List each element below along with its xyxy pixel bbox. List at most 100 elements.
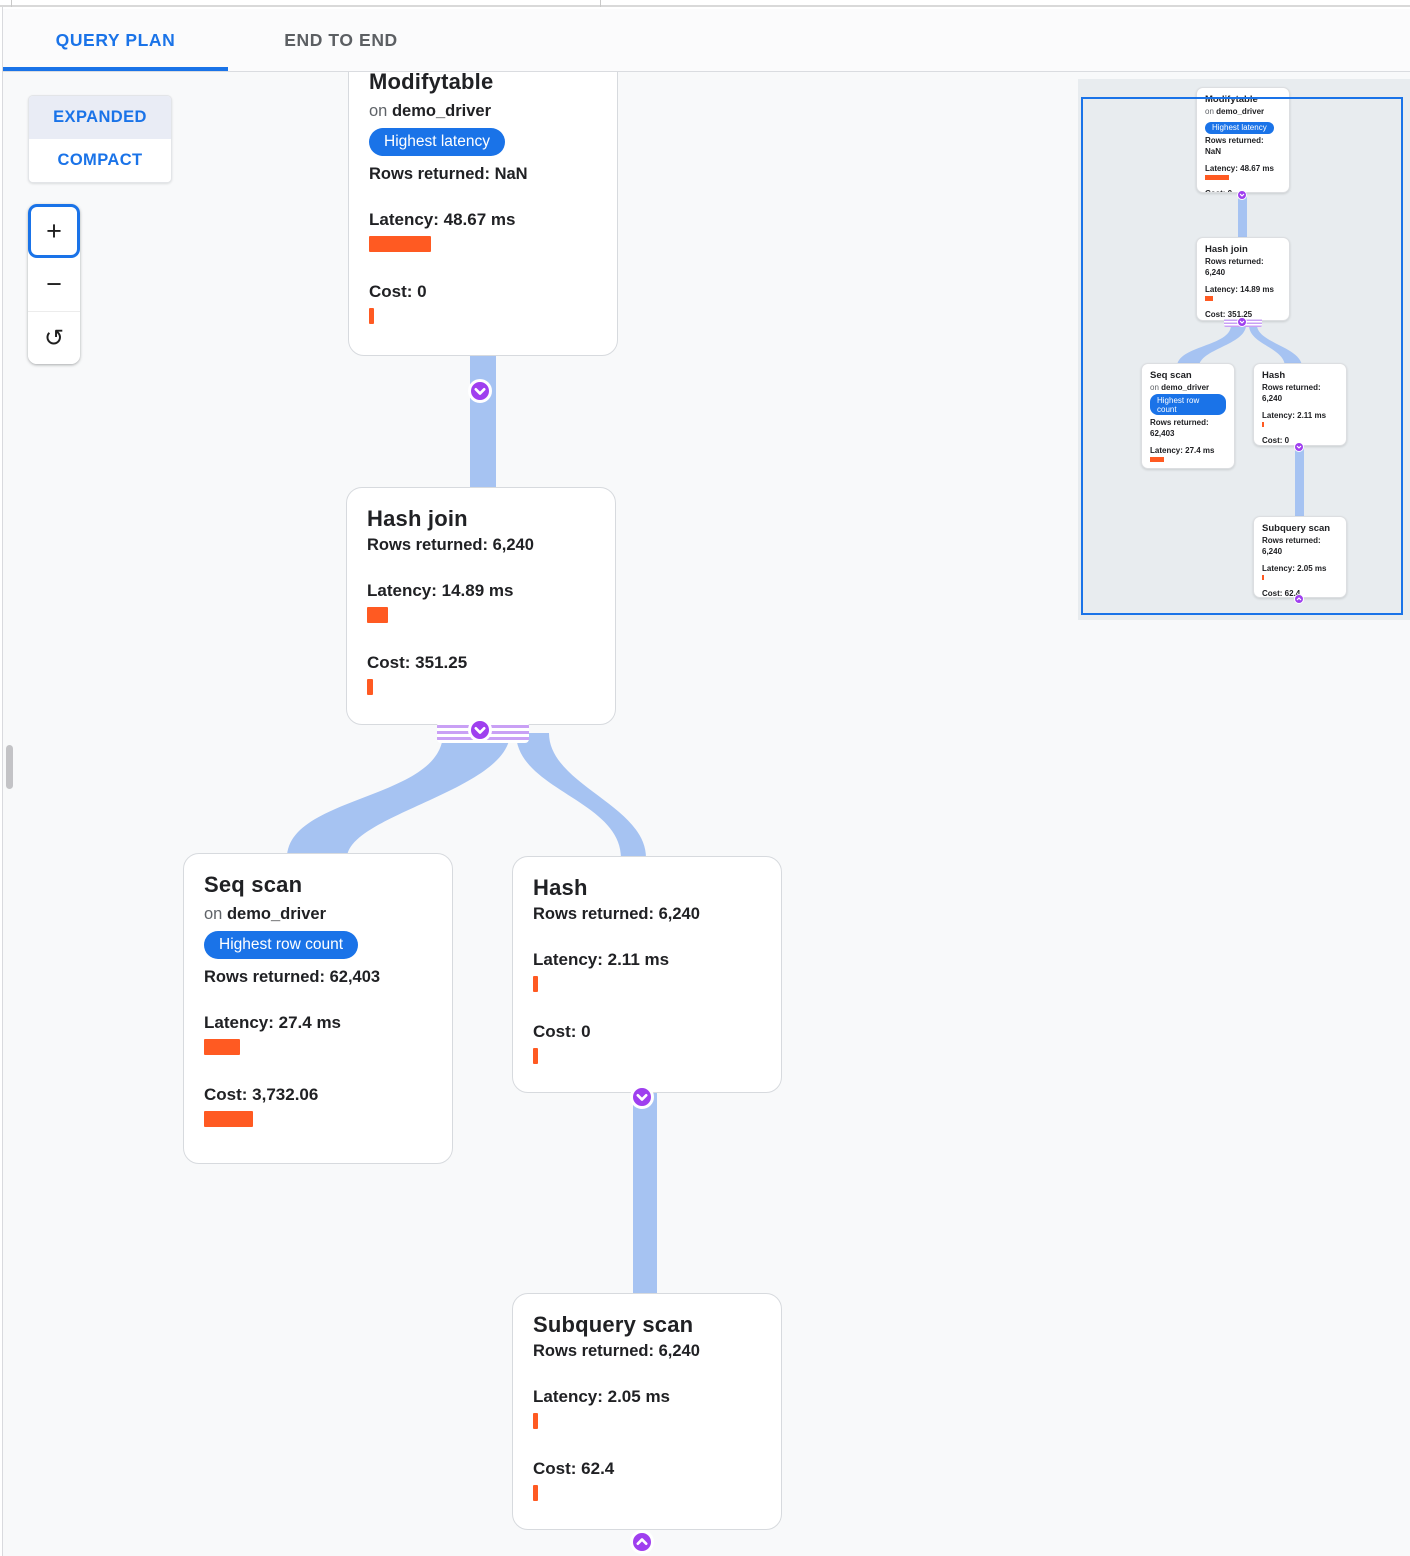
rows-returned: Rows returned: 6,240 <box>1205 257 1264 277</box>
reset-icon: ↺ <box>43 324 65 352</box>
latency-bar <box>369 236 431 252</box>
latency-bar <box>1205 175 1229 180</box>
node-table: on demo_driver <box>369 102 491 120</box>
zoom-in-button[interactable]: + <box>28 204 80 258</box>
node-subquery-scan[interactable]: Subquery scan Rows returned: 6,240 Laten… <box>512 1293 782 1530</box>
latency-bar <box>1262 422 1264 427</box>
latency-bar <box>533 976 538 992</box>
minimap-chevron-up-icon <box>1294 594 1304 604</box>
panel-left-border <box>2 7 3 1556</box>
cost-label: Cost: 0 <box>369 282 427 301</box>
cost-label: Cost: 3,732.06 <box>204 1085 319 1104</box>
highest-row-count-badge: Highest row count <box>204 931 359 959</box>
latency-label: Latency: 14.89 ms <box>1205 285 1274 294</box>
cost-label: Cost: 0 <box>533 1022 591 1041</box>
node-modifytable[interactable]: Modifytable on demo_driver Highest laten… <box>348 50 618 356</box>
zoom-controls: + − ↺ <box>28 204 80 364</box>
node-title: Modifytable <box>1205 94 1258 105</box>
rows-returned: Rows returned: 6,240 <box>533 905 700 923</box>
highest-latency-badge: Highest latency <box>369 128 505 156</box>
node-table: on demo_driver <box>204 905 326 923</box>
node-title: Hash <box>1262 370 1286 381</box>
minimap-node-hash: Hash Rows returned: 6,240 Latency: 2.11 … <box>1253 363 1347 446</box>
top-tick-decor <box>11 0 12 7</box>
node-title: Seq scan <box>204 872 303 897</box>
cost-label: Cost: 351.25 <box>367 653 468 672</box>
compact-button[interactable]: COMPACT <box>29 139 171 182</box>
node-title: Modifytable <box>369 69 494 94</box>
highest-row-count-badge: Highest row count <box>1150 394 1226 415</box>
latency-label: Latency: 48.67 ms <box>369 210 516 229</box>
vertical-scrollbar-thumb[interactable] <box>6 745 13 789</box>
expand-subquery-scan-button[interactable] <box>630 1530 654 1554</box>
cost-label: Cost: 0 <box>1262 436 1290 445</box>
minimap[interactable]: Modifytable on demo_driver Highest laten… <box>1078 79 1410 620</box>
minimap-chevron-down-icon <box>1237 317 1247 327</box>
node-table: on demo_driver <box>1150 383 1210 392</box>
cost-label: Cost: 0 <box>1205 188 1281 192</box>
latency-bar <box>1205 296 1213 301</box>
chevron-down-icon <box>470 720 490 740</box>
latency-bar <box>1150 456 1164 462</box>
node-title: Seq scan <box>1150 370 1192 381</box>
cost-bar <box>204 1111 253 1127</box>
tab-query-plan[interactable]: QUERY PLAN <box>3 9 228 72</box>
latency-label: Latency: 14.89 ms <box>367 581 514 600</box>
layout-toggle: EXPANDED COMPACT <box>28 95 172 183</box>
rows-returned: Rows returned: 6,240 <box>1262 383 1321 403</box>
cost-bar <box>533 1485 538 1501</box>
expanded-button[interactable]: EXPANDED <box>29 96 171 139</box>
cost-bar <box>533 1048 538 1064</box>
rows-returned: Rows returned: 6,240 <box>533 1342 700 1360</box>
minimap-node-seq-scan: Seq scan on demo_driver Highest row coun… <box>1141 363 1235 469</box>
latency-label: Latency: 48.67 ms <box>1205 164 1274 173</box>
node-title: Subquery scan <box>1262 523 1331 534</box>
collapse-modifytable-button[interactable] <box>468 379 492 403</box>
rows-returned: Rows returned: NaN <box>1205 136 1264 156</box>
minimap-chevron-down-icon <box>1294 442 1304 452</box>
top-divider <box>0 0 1410 7</box>
collapse-hash-button[interactable] <box>630 1085 654 1109</box>
node-hash-join[interactable]: Hash join Rows returned: 6,240 Latency: … <box>346 487 616 725</box>
zoom-out-button[interactable]: − <box>28 258 80 311</box>
minimap-node-modifytable: Modifytable on demo_driver Highest laten… <box>1196 87 1290 193</box>
cost-label: Cost: 62.4 <box>533 1459 615 1478</box>
cost-label: Cost: 62.4 <box>1262 589 1301 598</box>
tab-end-to-end[interactable]: END TO END <box>248 9 434 72</box>
latency-label: Latency: 2.11 ms <box>1262 411 1327 420</box>
minimap-node-hash-join: Hash join Rows returned: 6,240 Latency: … <box>1196 237 1290 321</box>
cost-label: Cost: 351.25 <box>1205 310 1253 319</box>
tab-label: END TO END <box>284 30 398 50</box>
top-tick-decor <box>600 0 601 7</box>
node-title: Hash join <box>367 506 468 531</box>
tab-bar: QUERY PLAN END TO END <box>3 9 1410 72</box>
chevron-down-icon <box>632 1087 652 1107</box>
collapse-hash-join-button[interactable] <box>468 718 492 742</box>
tab-label: QUERY PLAN <box>55 30 176 50</box>
latency-bar <box>204 1039 240 1055</box>
latency-label: Latency: 27.4 ms <box>1150 445 1215 455</box>
cost-bar <box>367 679 373 695</box>
node-seq-scan[interactable]: Seq scan on demo_driver Highest row coun… <box>183 853 453 1164</box>
node-title: Hash <box>533 875 588 900</box>
rows-returned: Rows returned: NaN <box>369 165 528 183</box>
rows-returned: Rows returned: 6,240 <box>367 536 534 554</box>
latency-label: Latency: 2.05 ms <box>1262 564 1327 573</box>
node-title: Subquery scan <box>533 1312 694 1337</box>
active-tab-indicator <box>3 67 228 71</box>
node-hash[interactable]: Hash Rows returned: 6,240 Latency: 2.11 … <box>512 856 782 1093</box>
minimap-node-subquery-scan: Subquery scan Rows returned: 6,240 Laten… <box>1253 516 1347 598</box>
latency-bar <box>1262 575 1264 580</box>
latency-label: Latency: 2.11 ms <box>533 950 670 969</box>
latency-bar <box>533 1413 538 1429</box>
latency-label: Latency: 27.4 ms <box>204 1013 342 1032</box>
node-table: on demo_driver <box>1205 107 1265 116</box>
minimap-chevron-down-icon <box>1237 190 1247 200</box>
reset-view-button[interactable]: ↺ <box>28 311 80 364</box>
rows-returned: Rows returned: 62,403 <box>204 968 381 986</box>
chevron-up-icon <box>632 1532 652 1552</box>
latency-label: Latency: 2.05 ms <box>533 1387 671 1406</box>
rows-returned: Rows returned: 62,403 <box>1150 417 1209 438</box>
rows-returned: Rows returned: 6,240 <box>1262 536 1321 556</box>
